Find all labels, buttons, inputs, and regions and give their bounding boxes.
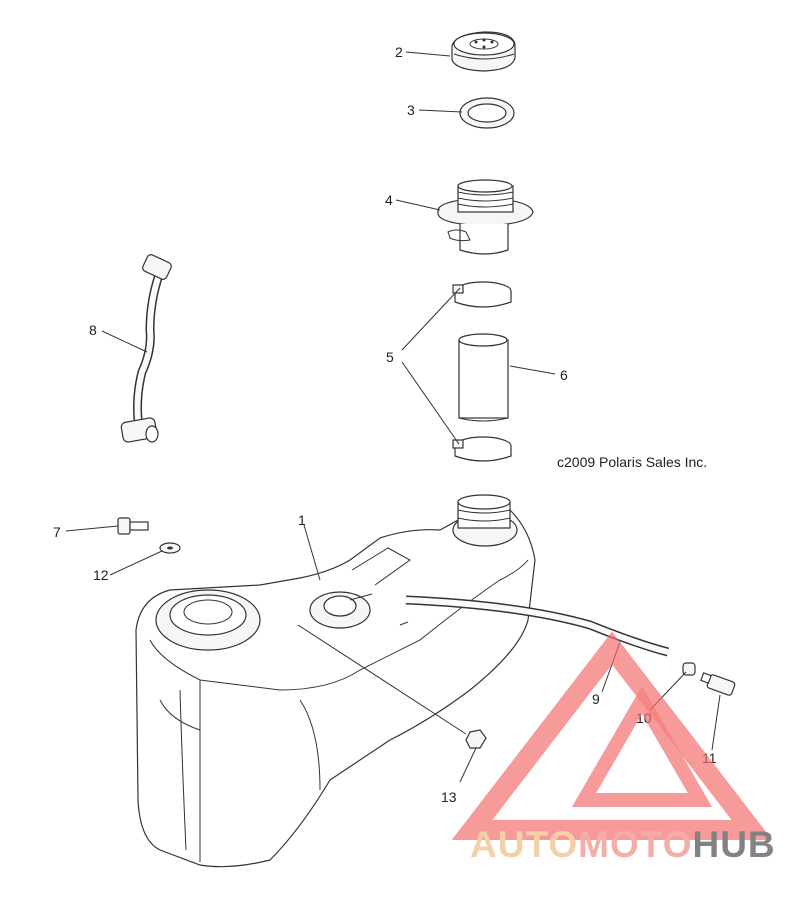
- callout-2: 2: [395, 44, 403, 60]
- nut: [465, 729, 487, 749]
- hose-clamp-lower: [452, 436, 512, 462]
- callout-8: 8: [89, 322, 97, 338]
- watermark-triangle-inner: [571, 686, 713, 807]
- svg-text:AUTOMOTOHUB: AUTOMOTOHUB: [470, 824, 776, 865]
- washer: [159, 542, 181, 554]
- cap-gasket: [459, 97, 515, 129]
- callout-3: 3: [407, 102, 415, 118]
- callout-4: 4: [385, 192, 393, 208]
- callout-13: 13: [441, 789, 457, 805]
- watermark-word-hub: HUB: [692, 824, 775, 865]
- filler-neck: [437, 179, 534, 255]
- leader-lines: [65, 51, 721, 783]
- hose-clamp-upper: [452, 281, 512, 308]
- watermark-word-moto: MOTO: [578, 824, 692, 865]
- callout-5: 5: [386, 349, 394, 365]
- fuel-cap: [451, 31, 516, 72]
- filler-hose: [458, 333, 509, 422]
- callout-7: 7: [53, 524, 61, 540]
- callout-12: 12: [93, 567, 109, 583]
- callout-6: 6: [560, 367, 568, 383]
- watermark-logo: AUTOMOTOHUB: [451, 631, 776, 865]
- check-valve: [700, 672, 736, 696]
- copyright-notice: c2009 Polaris Sales Inc.: [557, 454, 707, 470]
- watermark-word-auto: AUTO: [470, 824, 578, 865]
- fuel-line: [405, 595, 670, 657]
- callout-9: 9: [592, 691, 600, 707]
- bolt: [117, 517, 149, 535]
- callout-1: 1: [298, 512, 306, 528]
- watermark-triangle-outer: [451, 631, 773, 840]
- vent-hose-assembly: [120, 254, 172, 443]
